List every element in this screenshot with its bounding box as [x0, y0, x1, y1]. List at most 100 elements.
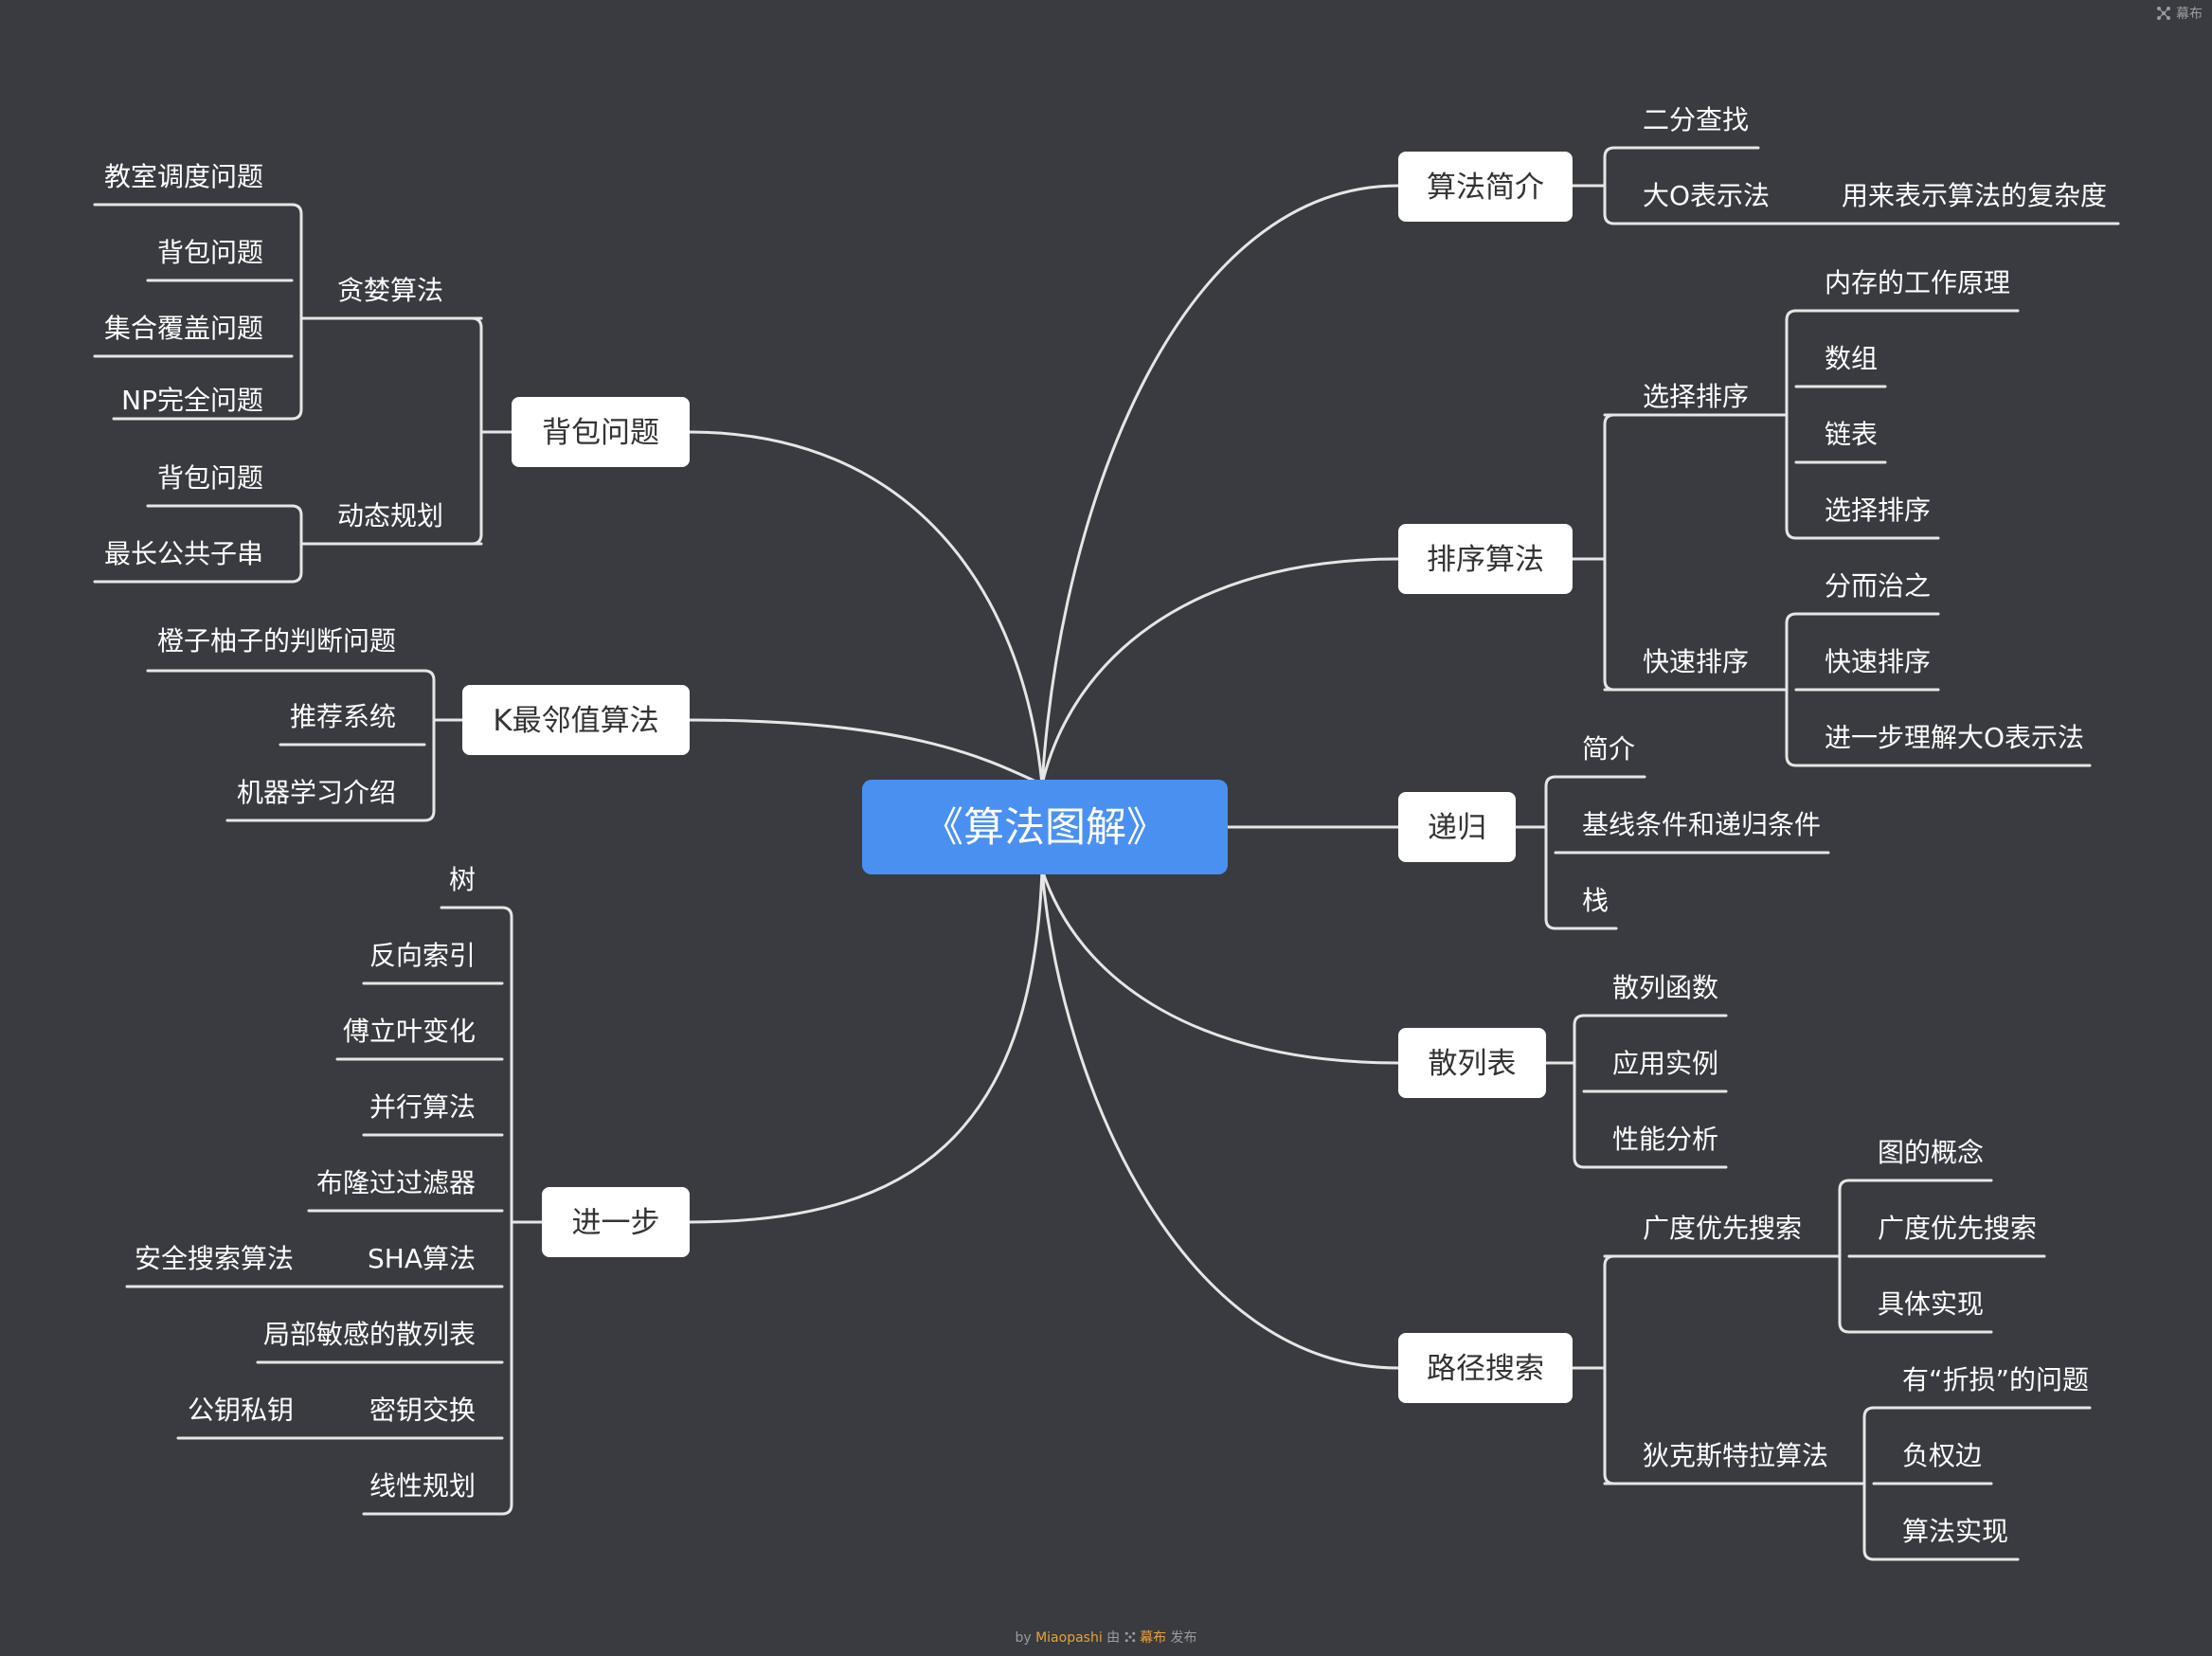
leaf-fourier[interactable]: 傅立叶变化 [343, 1016, 476, 1047]
leaf-orange-grapefruit[interactable]: 橙子柚子的判断问题 [157, 625, 396, 657]
node-algo-intro[interactable]: 算法简介 [1398, 152, 1573, 222]
node-hash-table-box [1398, 1028, 1546, 1098]
spine-path [1603, 1254, 1616, 1485]
root-node-label: 《算法图解》 [923, 804, 1167, 852]
leaf-divide-conquer[interactable]: 分而治之 [1825, 570, 1931, 602]
node-path-search[interactable]: 路径搜索 [1398, 1333, 1573, 1403]
leaf-big-o-more[interactable]: 进一步理解大O表示法 [1825, 722, 2084, 753]
leaf-hash-perf[interactable]: 性能分析 [1612, 1124, 1718, 1155]
leaf-knapsack-2[interactable]: 背包问题 [157, 462, 263, 494]
node-recursion-box [1398, 792, 1516, 862]
footer-by: by [1015, 1630, 1032, 1646]
leaf-bloom-filter[interactable]: 布隆过过滤器 [316, 1167, 476, 1198]
edge-root-knapsack [688, 430, 1044, 786]
spine-quick [1785, 612, 1798, 767]
node-recursion[interactable]: 递归 [1398, 792, 1516, 862]
leaf-quick-sort[interactable]: 快速排序 [1643, 646, 1749, 677]
node-path-search-label: 路径搜索 [1427, 1352, 1544, 1386]
leaf-greedy[interactable]: 贪婪算法 [337, 275, 443, 306]
leaf-graph-concept[interactable]: 图的概念 [1878, 1137, 1984, 1168]
leaf-inverted-index[interactable]: 反向索引 [369, 940, 476, 971]
leaf-quick-sort-2[interactable]: 快速排序 [1825, 646, 1931, 677]
edge-root-knn [688, 718, 1044, 786]
node-knn-box [462, 685, 690, 755]
spine-further [500, 906, 513, 1516]
spine-sort [1603, 413, 1616, 692]
leaf-loss-problem[interactable]: 有“折损”的问题 [1902, 1364, 2089, 1395]
leaf-stack[interactable]: 栈 [1582, 885, 1609, 916]
leaf-dijkstra[interactable]: 狄克斯特拉算法 [1643, 1440, 1828, 1471]
node-knapsack-label: 背包问题 [542, 416, 659, 450]
node-further-label: 进一步 [572, 1206, 660, 1240]
spine-knapsack [470, 316, 483, 546]
mubu-small-logo-icon [1124, 1631, 1135, 1643]
mubu-logo-icon [2157, 7, 2170, 20]
spine-hash [1573, 1014, 1586, 1169]
spine-bfs [1838, 1179, 1851, 1334]
leaf-lcs[interactable]: 最长公共子串 [104, 538, 263, 569]
spine-recursion [1544, 775, 1557, 930]
leaf-key-exchange[interactable]: 密钥交换 [369, 1395, 476, 1426]
leaf-array[interactable]: 数组 [1825, 343, 1878, 374]
leaf-big-o[interactable]: 大O表示法 [1643, 180, 1770, 211]
node-hash-table-label: 散列表 [1429, 1047, 1517, 1081]
leaf-complexity[interactable]: 用来表示算法的复杂度 [1842, 180, 2107, 211]
node-algo-intro-label: 算法简介 [1427, 171, 1544, 205]
leaf-bfs-2[interactable]: 广度优先搜索 [1878, 1213, 2037, 1244]
leaf-bfs[interactable]: 广度优先搜索 [1643, 1213, 1802, 1244]
node-path-search-box [1398, 1333, 1573, 1403]
spine-knn [423, 669, 436, 822]
leaf-bfs-impl[interactable]: 具体实现 [1878, 1288, 1984, 1320]
leaf-dp[interactable]: 动态规划 [337, 500, 443, 531]
leaf-knapsack-1[interactable]: 背包问题 [157, 237, 263, 268]
node-knapsack[interactable]: 背包问题 [512, 397, 690, 467]
edge-root-hash [1040, 868, 1400, 1065]
leaf-sha[interactable]: SHA算法 [368, 1243, 476, 1274]
leaf-np-complete[interactable]: NP完全问题 [121, 385, 263, 416]
leaf-linear-programming[interactable]: 线性规划 [369, 1470, 476, 1502]
leaf-binary-search[interactable]: 二分查找 [1643, 104, 1749, 135]
footer-brand-link[interactable]: 幕布 [1140, 1630, 1167, 1646]
leaf-parallel[interactable]: 并行算法 [369, 1091, 476, 1123]
leaf-recursion-intro[interactable]: 简介 [1582, 733, 1635, 765]
leaf-secure-search[interactable]: 安全搜索算法 [135, 1243, 294, 1274]
node-further[interactable]: 进一步 [542, 1187, 690, 1257]
node-knn[interactable]: K最邻值算法 [462, 685, 690, 755]
leaf-ml-intro[interactable]: 机器学习介绍 [237, 777, 396, 808]
edge-root-intro [1040, 184, 1400, 786]
leaf-selection-sort[interactable]: 选择排序 [1643, 381, 1749, 412]
edge-root-path [1040, 868, 1400, 1370]
leaf-public-private-key[interactable]: 公钥私钥 [188, 1395, 294, 1426]
brand-name: 幕布 [2176, 7, 2203, 22]
spine-dp [290, 504, 303, 584]
footer-author-link[interactable]: Miaopashi [1035, 1630, 1103, 1646]
root-node[interactable]: 《算法图解》 [862, 780, 1228, 874]
leaf-linked-list[interactable]: 链表 [1825, 419, 1878, 450]
leaf-negative-edge[interactable]: 负权边 [1902, 1440, 1982, 1471]
leaf-set-cover[interactable]: 集合覆盖问题 [104, 313, 263, 344]
node-sorting[interactable]: 排序算法 [1398, 524, 1573, 594]
node-recursion-label: 递归 [1428, 811, 1486, 845]
leaf-tree[interactable]: 树 [449, 864, 476, 895]
footer-publish: 发布 [1170, 1630, 1197, 1646]
leaf-recommender[interactable]: 推荐系统 [290, 701, 396, 732]
spine-greedy [290, 203, 303, 421]
node-hash-table[interactable]: 散列表 [1398, 1028, 1546, 1098]
root-node-box [862, 780, 1228, 874]
leaf-base-case[interactable]: 基线条件和递归条件 [1582, 809, 1821, 840]
leaf-selection-sort-2[interactable]: 选择排序 [1825, 495, 1931, 526]
leaf-memory[interactable]: 内存的工作原理 [1825, 267, 2010, 298]
leaf-hash-function[interactable]: 散列函数 [1612, 972, 1718, 1003]
leaf-hash-usage[interactable]: 应用实例 [1612, 1048, 1718, 1079]
leaf-lsh[interactable]: 局部敏感的散列表 [263, 1319, 476, 1350]
edge-root-further [688, 868, 1044, 1224]
leaf-classroom[interactable]: 教室调度问题 [104, 161, 263, 192]
node-algo-intro-box [1398, 152, 1573, 222]
node-further-box [542, 1187, 690, 1257]
node-knn-label: K最邻值算法 [493, 704, 658, 738]
brand-badge[interactable]: 幕布 [2156, 4, 2203, 23]
leaf-dijkstra-impl[interactable]: 算法实现 [1902, 1516, 2008, 1547]
footer-via: 由 [1106, 1630, 1121, 1646]
